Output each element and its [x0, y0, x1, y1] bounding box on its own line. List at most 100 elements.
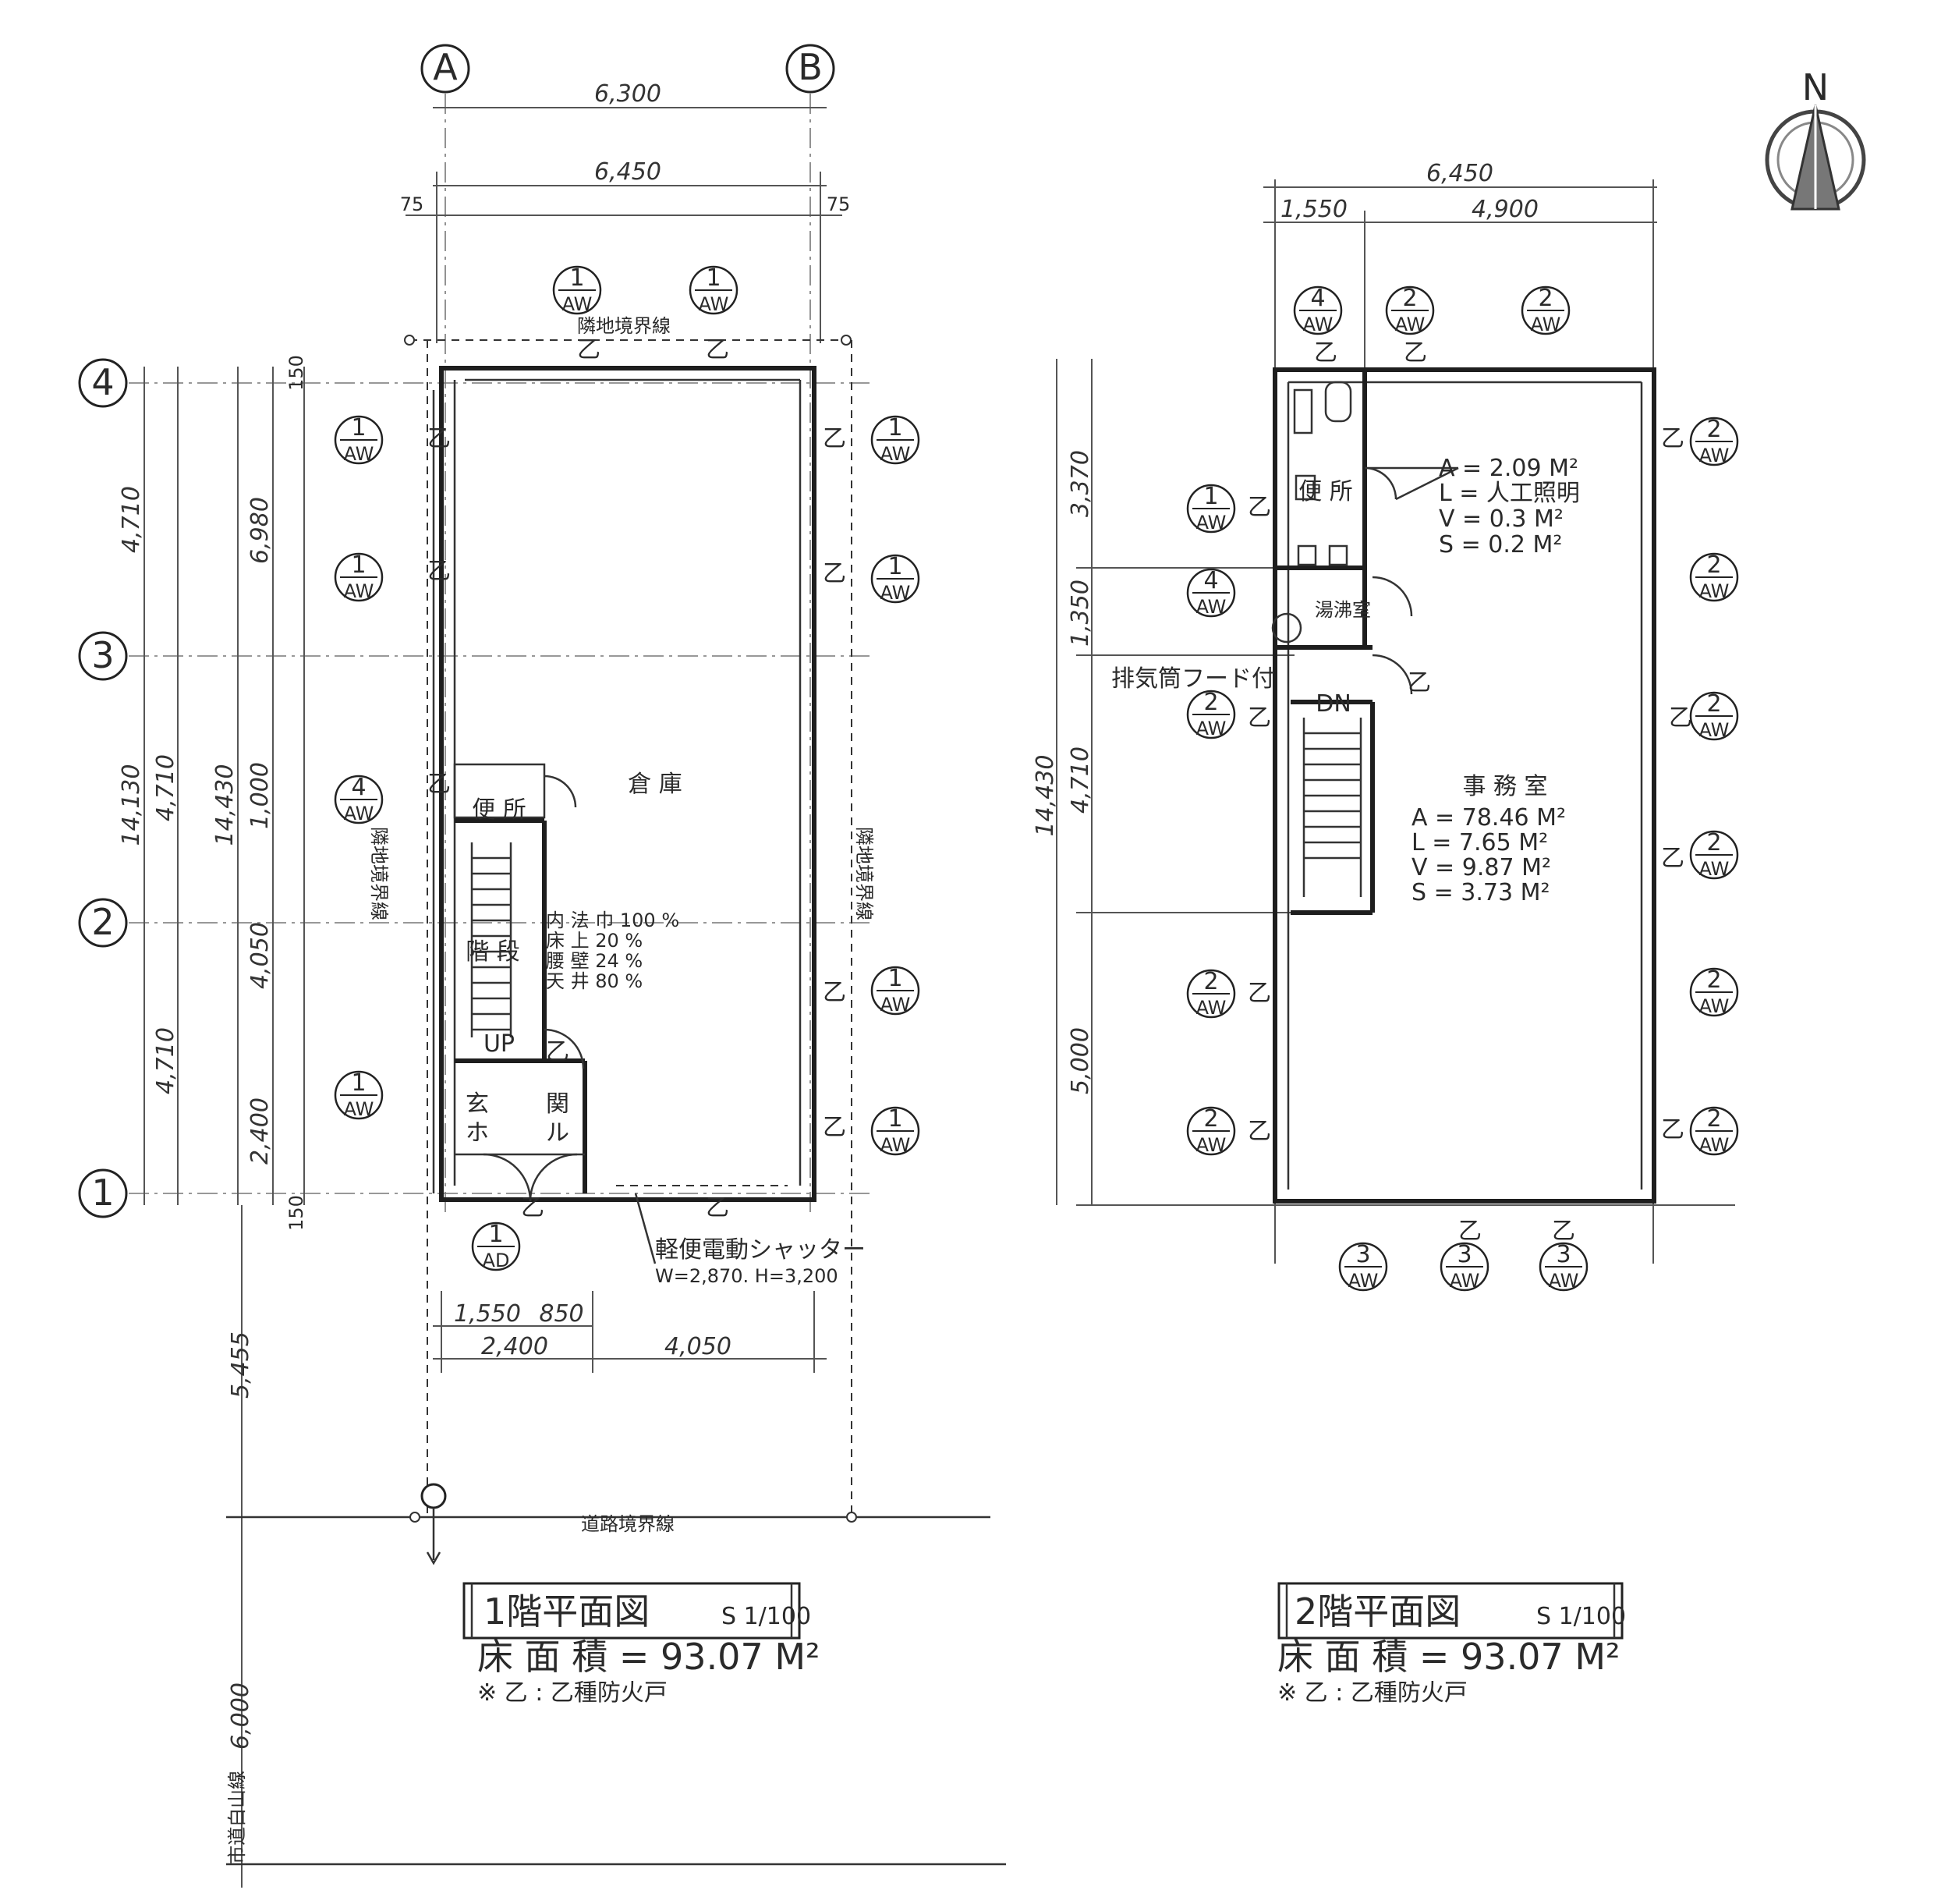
svg-text:AW: AW [344, 580, 374, 602]
floor1-opening-tags: 1AW 1AW 1AW 1AW 4AW 1AW 1AW 1AW 1AW 1AW … [334, 264, 920, 1271]
window-tag: 2AW [1689, 690, 1739, 741]
svg-text:玄: 玄 [466, 1090, 489, 1118]
svg-text:2: 2 [1706, 829, 1721, 856]
svg-text:乙: 乙 [577, 336, 600, 363]
svg-text:1,000: 1,000 [246, 762, 274, 829]
svg-text:4,710: 4,710 [1067, 746, 1094, 814]
grid-column-b: B [785, 44, 835, 94]
svg-text:1: 1 [91, 1172, 114, 1214]
window-tag: 1AW [1186, 483, 1236, 534]
svg-text:AW: AW [344, 1098, 374, 1120]
window-tag: 1AW [334, 551, 384, 602]
svg-text:1: 1 [1203, 483, 1218, 510]
svg-text:4: 4 [1310, 285, 1325, 312]
svg-text:AW: AW [880, 1134, 911, 1156]
floor1-bottom-dimensions: 1,550 850 2,400 4,050 [433, 1291, 827, 1373]
svg-text:乙: 乙 [706, 1194, 729, 1221]
svg-text:2,400: 2,400 [246, 1097, 274, 1165]
svg-text:1: 1 [887, 553, 902, 580]
floor2-walls [1271, 367, 1656, 1204]
svg-text:V = 0.3 M²: V = 0.3 M² [1439, 505, 1564, 533]
svg-text:AW: AW [880, 994, 911, 1016]
svg-text:AW: AW [1196, 1134, 1227, 1156]
svg-text:A = 78.46 M²: A = 78.46 M² [1411, 804, 1566, 831]
toilet-label: 便 所 [472, 796, 526, 824]
svg-text:1: 1 [351, 551, 366, 579]
svg-text:AW: AW [1699, 995, 1730, 1017]
svg-text:1: 1 [887, 1105, 902, 1133]
window-tag: 1AW [334, 414, 384, 465]
window-tag: 2AW [1689, 829, 1739, 880]
svg-text:S = 3.73 M²: S = 3.73 M² [1411, 879, 1550, 906]
svg-text:6,000: 6,000 [227, 1682, 254, 1750]
svg-text:乙: 乙 [1408, 669, 1431, 697]
svg-text:4: 4 [351, 774, 366, 801]
svg-text:隣地境界線: 隣地境界線 [853, 827, 875, 920]
svg-text:AW: AW [1303, 314, 1334, 335]
svg-text:AW: AW [880, 582, 911, 604]
svg-text:4,710: 4,710 [152, 754, 179, 821]
svg-text:2: 2 [1706, 690, 1721, 718]
svg-text:A: A [433, 46, 458, 88]
svg-text:4,050: 4,050 [664, 1333, 731, 1360]
svg-text:乙: 乙 [1661, 1116, 1684, 1143]
svg-text:AW: AW [1699, 719, 1730, 741]
svg-text:乙: 乙 [1552, 1218, 1575, 1245]
svg-text:2: 2 [1706, 966, 1721, 994]
floor1-room-labels: 倉 庫 便 所 階 段 UP 玄 関 ホ ル 内 法 巾 100 % 床 上 2… [466, 771, 866, 1287]
svg-text:4: 4 [91, 361, 114, 403]
svg-text:L = 人工照明: L = 人工照明 [1439, 480, 1580, 507]
window-tag: 2AW [1385, 285, 1435, 335]
svg-text:市道白山線: 市道白山線 [226, 1771, 248, 1864]
svg-text:AW: AW [1348, 1270, 1379, 1292]
svg-text:AW: AW [344, 443, 374, 465]
svg-text:4,710: 4,710 [118, 486, 145, 553]
svg-text:1,550: 1,550 [1280, 196, 1348, 223]
svg-text:1: 1 [351, 1069, 366, 1097]
svg-text:乙: 乙 [1669, 704, 1692, 732]
floor2-title-block: 2階平面図 S 1/100 床 面 積 = 93.07 M² ※ 乙 : 乙種防… [1277, 1582, 1626, 1707]
svg-text:乙: 乙 [1248, 704, 1271, 732]
svg-text:3: 3 [1355, 1241, 1370, 1268]
svg-text:AW: AW [1196, 512, 1227, 534]
svg-text:2: 2 [1203, 689, 1218, 716]
svg-text:2: 2 [1706, 416, 1721, 443]
grid-row-1: 1 [78, 1168, 128, 1218]
window-tag: 2AW [1689, 416, 1739, 466]
svg-text:5,455: 5,455 [227, 1331, 254, 1399]
svg-text:乙: 乙 [1248, 1118, 1271, 1145]
door-tag: 1AD [471, 1221, 521, 1271]
svg-text:乙: 乙 [706, 336, 729, 363]
svg-text:75: 75 [827, 193, 851, 215]
svg-text:AW: AW [1395, 314, 1426, 335]
svg-text:乙: 乙 [427, 425, 451, 452]
svg-text:14,430: 14,430 [211, 764, 239, 846]
svg-text:乙: 乙 [823, 979, 846, 1006]
svg-text:AW: AW [1196, 596, 1227, 618]
svg-text:6,450: 6,450 [594, 158, 661, 186]
svg-text:乙: 乙 [427, 558, 451, 585]
window-tag: 2AW [1689, 551, 1739, 602]
svg-text:6,980: 6,980 [246, 497, 274, 564]
svg-text:2: 2 [1402, 285, 1417, 312]
svg-text:AW: AW [1196, 718, 1227, 739]
svg-text:AW: AW [699, 293, 729, 315]
floor1-title: 1階平面図 [483, 1590, 650, 1633]
window-tag: 3AW [1440, 1241, 1489, 1292]
shutter-size: W=2,870. H=3,200 [655, 1265, 838, 1287]
svg-text:2: 2 [1203, 968, 1218, 995]
exhaust-note: 排気筒フード付 [1111, 665, 1275, 693]
north-arrow-icon: N [1765, 66, 1866, 211]
svg-text:2: 2 [1706, 551, 1721, 579]
svg-text:4,050: 4,050 [246, 922, 274, 989]
floor1-scale: S 1/100 [721, 1603, 811, 1630]
svg-text:2: 2 [91, 901, 114, 943]
svg-text:AW: AW [1549, 1270, 1579, 1292]
svg-text:AW: AW [1699, 580, 1730, 602]
svg-text:AW: AW [1196, 997, 1227, 1019]
svg-text:V = 9.87 M²: V = 9.87 M² [1411, 854, 1551, 881]
window-tag: 2AW [1521, 285, 1571, 335]
svg-text:天 井 80 %: 天 井 80 % [546, 970, 643, 992]
window-tag: 1AW [870, 965, 920, 1016]
svg-text:乙: 乙 [427, 771, 451, 798]
